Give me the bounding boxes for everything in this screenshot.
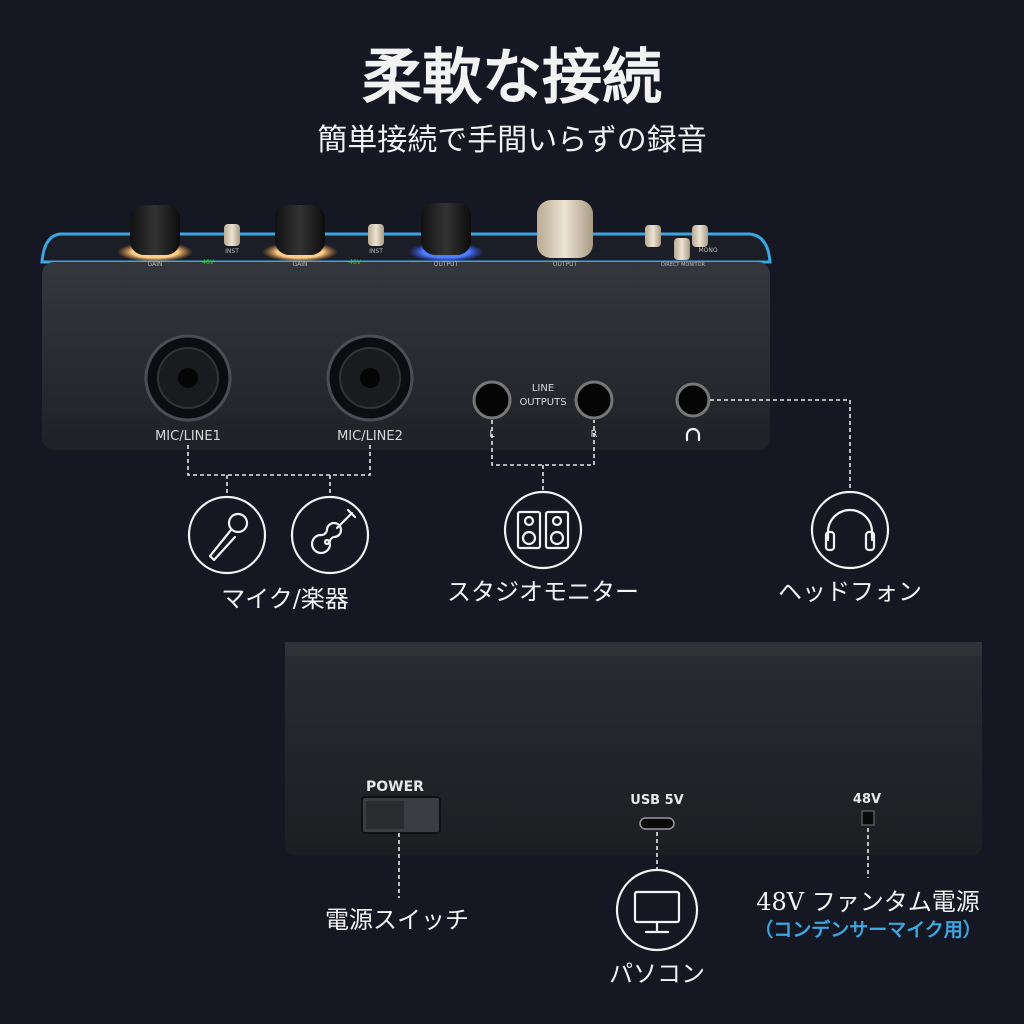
usb-label: USB 5V bbox=[630, 793, 683, 808]
page-subtitle: 簡単接続で手間いらずの録音 bbox=[317, 123, 706, 158]
rear-connector-lines bbox=[398, 828, 869, 898]
phantom-power-caption: 48V ファンタム電源 bbox=[756, 888, 980, 916]
power-switch-caption: 電源スイッチ bbox=[325, 906, 469, 934]
mono-button[interactable] bbox=[692, 225, 708, 247]
guitar-icon bbox=[290, 495, 370, 575]
mic-instrument-label: マイク/楽器 bbox=[221, 585, 349, 613]
headphone-output-knob[interactable] bbox=[537, 200, 593, 258]
monitor-button[interactable] bbox=[674, 238, 690, 260]
mono-label: MONO bbox=[698, 247, 717, 254]
phantom-power-note: （コンデンサーマイク用） bbox=[754, 918, 982, 941]
mic-line2-label: MIC/LINE2 bbox=[337, 429, 403, 444]
48v-label-2: 48V bbox=[349, 259, 362, 266]
line-outputs-label-2: OUTPUTS bbox=[519, 397, 566, 408]
output-label: OUTPUT bbox=[434, 261, 459, 268]
headphone-symbol-icon bbox=[685, 427, 701, 442]
usb-c-port[interactable] bbox=[639, 817, 675, 830]
headphones-icon bbox=[810, 490, 890, 570]
power-label: POWER bbox=[366, 779, 424, 795]
output-knob[interactable] bbox=[421, 203, 471, 255]
front-connector-lines bbox=[187, 399, 851, 497]
direct-monitor-label: DIRECT MONITOR bbox=[661, 262, 706, 268]
mic-line1-label: MIC/LINE1 bbox=[155, 429, 221, 444]
line-output-left-jack[interactable] bbox=[472, 380, 512, 420]
speaker-icon bbox=[503, 490, 583, 570]
studio-monitor-label: スタジオモニター bbox=[447, 578, 639, 606]
headphone-output-label: OUTPUT bbox=[553, 261, 578, 268]
gain-label-2: GAIN bbox=[292, 261, 307, 268]
xlr-combo-jack-2[interactable] bbox=[326, 334, 414, 422]
48v-label-1: 48V bbox=[202, 259, 215, 266]
page-title: 柔軟な接続 bbox=[362, 43, 662, 113]
headphones-label: ヘッドフォン bbox=[778, 578, 922, 606]
computer-caption: パソコン bbox=[609, 960, 705, 988]
direct-monitor-button[interactable] bbox=[645, 225, 661, 247]
48v-switch-label: 48V bbox=[853, 792, 881, 807]
xlr-combo-jack-1[interactable] bbox=[144, 334, 232, 422]
line-output-right-jack[interactable] bbox=[574, 380, 614, 420]
48v-switch[interactable] bbox=[861, 810, 875, 826]
front-panel: GAIN INST 48V GAIN INST 48V OUTPUT OUTPU… bbox=[40, 200, 772, 450]
gain-label-1: GAIN bbox=[147, 261, 162, 268]
line-outputs-label-1: LINE bbox=[532, 383, 554, 394]
microphone-icon bbox=[187, 495, 267, 575]
inst-button-1[interactable] bbox=[224, 224, 240, 246]
gain-knob-2[interactable] bbox=[275, 205, 325, 255]
headphone-jack[interactable] bbox=[675, 382, 711, 418]
computer-icon bbox=[615, 868, 699, 952]
inst-label-1: INST bbox=[225, 248, 239, 255]
inst-label-2: INST bbox=[369, 248, 383, 255]
rear-panel: POWER USB 5V 48V bbox=[285, 642, 982, 855]
gain-knob-1[interactable] bbox=[130, 205, 180, 255]
inst-button-2[interactable] bbox=[368, 224, 384, 246]
